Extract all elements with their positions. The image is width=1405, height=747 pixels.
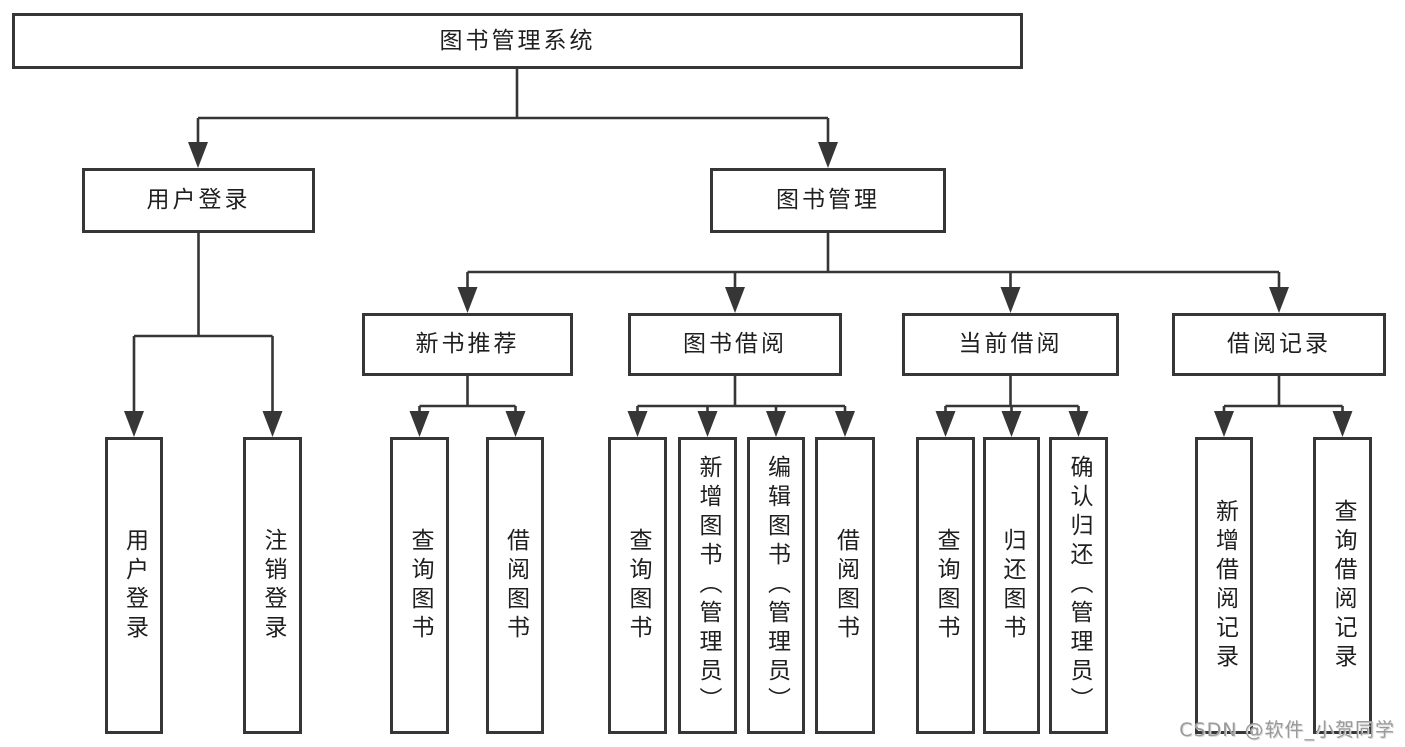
leaf-query-borrow-record: 查询借阅记录 [1313,437,1372,734]
node-label: 确认归还（管理员） [1066,455,1092,716]
node-label: 用户登录 [146,187,251,213]
node-label: 借阅图书 [832,527,859,644]
leaf-query-books: 查询图书 [916,437,975,734]
node-label: 借阅图书 [502,527,529,644]
node-book-management: 图书管理 [710,168,946,233]
node-user-login: 用户登录 [82,168,315,233]
arrow-heads [124,142,1353,437]
leaf-logout: 注销登录 [243,437,302,734]
leaf-query-books: 查询图书 [608,437,667,734]
node-library-management-system: 图书管理系统 [12,13,1023,69]
leaf-borrow-books: 借阅图书 [486,437,544,734]
node-label: 查询图书 [407,527,433,644]
node-label: 归还图书 [999,527,1025,644]
node-label: 注销登录 [260,527,286,644]
node-label: 借阅记录 [1227,331,1331,357]
leaf-user-login: 用户登录 [105,437,163,734]
tree-edges [132,69,1344,415]
leaf-query-books: 查询图书 [390,437,449,734]
node-label: 查询图书 [933,527,959,644]
node-label: 新书推荐 [415,331,520,357]
node-book-borrowing: 图书借阅 [628,313,842,376]
leaf-confirm-return-admin: 确认归还（管理员） [1049,437,1108,734]
leaf-add-books-admin: 新增图书（管理员） [678,437,737,734]
leaf-edit-books-admin: 编辑图书（管理员） [747,437,805,734]
csdn-watermark: CSDN @软件_小贺同学 [1179,719,1395,741]
node-label: 新增图书（管理员） [695,455,721,716]
node-label: 编辑图书（管理员） [763,455,790,716]
node-label: 图书借阅 [683,331,787,357]
node-label: 当前借阅 [958,331,1063,357]
node-label: 查询借阅记录 [1330,498,1356,673]
leaf-borrow-books: 借阅图书 [815,437,875,734]
leaf-return-books: 归还图书 [983,437,1040,734]
node-label: 图书管理 [776,187,880,213]
node-new-book-recommend: 新书推荐 [362,313,573,376]
leaf-add-borrow-record: 新增借阅记录 [1195,437,1253,734]
node-label: 查询图书 [625,527,651,644]
node-label: 新增借阅记录 [1211,498,1238,673]
node-label: 用户登录 [121,527,148,644]
node-borrow-records: 借阅记录 [1172,313,1386,376]
node-label: 图书管理系统 [439,27,596,54]
node-current-borrowing: 当前借阅 [902,313,1119,376]
